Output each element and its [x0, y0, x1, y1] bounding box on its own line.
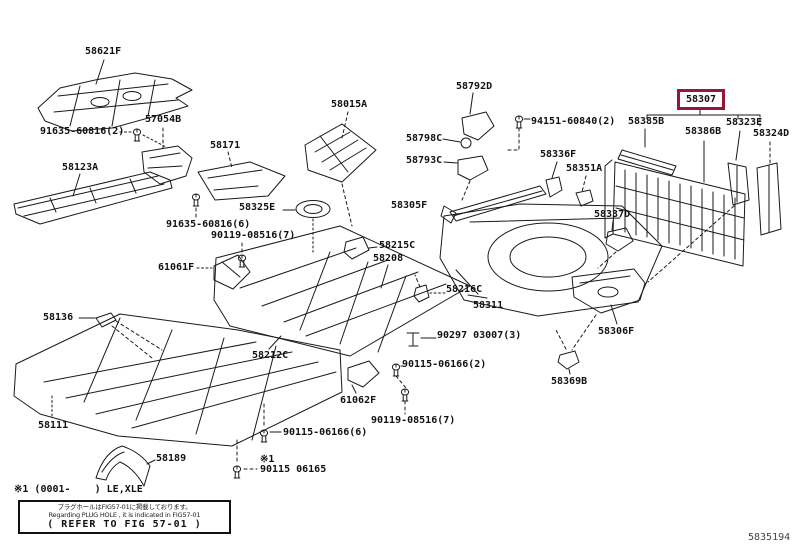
part-label-58336f[interactable]: 58336F [540, 149, 577, 160]
part-drawing-58621f [37, 59, 193, 132]
part-label-58212c[interactable]: 58212C [252, 350, 289, 361]
note-box: プラグホールはFIG57-01に掲載しております。 Regarding PLUG… [18, 500, 231, 534]
part-label-58015a[interactable]: 58015A [331, 99, 368, 110]
part-drawing-58189 [95, 445, 156, 487]
note-line-refer: ( REFER TO FIG 57-01 ) [47, 519, 202, 531]
highlighted-part-box[interactable]: 58307 [677, 89, 725, 110]
bolt-90119-lower [400, 388, 410, 415]
part-label-58792d[interactable]: 58792D [456, 81, 493, 92]
part-label-58305f[interactable]: 58305F [391, 200, 428, 211]
applicability-footnote: ※1 (0001- ) LE,XLE [14, 484, 143, 495]
part-label-58337d[interactable]: 58337D [594, 209, 631, 220]
part-label-58311[interactable]: 58311 [473, 300, 504, 311]
part-label-57054b[interactable]: 57054B [145, 114, 182, 125]
part-drawing-rear-end-panel [604, 159, 746, 267]
part-label-58111[interactable]: 58111 [38, 420, 69, 431]
part-drawing-58351a [575, 175, 594, 207]
part-label-58208[interactable]: 58208 [373, 253, 404, 264]
part-drawing-58171 [197, 151, 286, 201]
part-drawing-58793c [443, 155, 489, 201]
part-drawing-58798c [442, 137, 472, 149]
figure-id: 5835194 [748, 532, 791, 543]
part-drawing-58123a [13, 171, 173, 225]
part-drawing-58215c [343, 236, 378, 260]
part-label-91635-2[interactable]: 91635-60816(2) [40, 126, 125, 137]
part-label-90119-a[interactable]: 90119-08516(7) [211, 230, 296, 241]
part-drawing-58385b [617, 149, 677, 176]
bolt-90119-upper [237, 242, 247, 268]
bolt-90115-6 [259, 401, 282, 443]
part-label-61061f[interactable]: 61061F [158, 262, 195, 273]
part-label-58325e[interactable]: 58325E [239, 202, 276, 213]
assembly-bracket-58307 [644, 109, 771, 183]
part-label-58621f[interactable]: 58621F [85, 46, 122, 57]
part-label-90119-b[interactable]: 90119-08516(7) [371, 415, 456, 426]
pin-90297 [406, 332, 437, 347]
part-drawing-58336f [545, 161, 563, 198]
bolt-91635-6 [191, 193, 201, 218]
part-label-94151[interactable]: 94151-60840(2) [531, 116, 616, 127]
part-drawing-58323e [647, 162, 750, 283]
note-line-english: Regarding PLUG HOLE , it is indicated in… [48, 511, 201, 520]
part-drawing-58208 [213, 225, 471, 357]
part-label-58216c[interactable]: 58216C [446, 284, 483, 295]
part-label-58307: 58307 [685, 94, 717, 105]
part-label-58123a[interactable]: 58123A [62, 162, 99, 173]
note-line-japanese: プラグホールはFIG57-01に掲載しております。 [57, 503, 192, 511]
part-label-58385b[interactable]: 58385B [628, 116, 665, 127]
part-label-90297[interactable]: 90297 03007(3) [437, 330, 522, 341]
part-drawing-61062f [347, 360, 380, 394]
part-label-58215c[interactable]: 58215C [379, 240, 416, 251]
part-drawing-58311 [439, 203, 663, 351]
part-label-58324d[interactable]: 58324D [753, 128, 790, 139]
bolt-91635-2 [119, 128, 167, 148]
part-drawing-57054b [141, 127, 193, 185]
part-drawing-58015a [304, 111, 377, 227]
part-label-58793c[interactable]: 58793C [406, 155, 443, 166]
part-label-90115-06165[interactable]: 90115 06165 [260, 464, 327, 475]
part-drawing-58792d [461, 92, 495, 141]
part-label-90115-6[interactable]: 90115-06166(6) [283, 427, 368, 438]
part-label-90115-2[interactable]: 90115-06166(2) [402, 359, 487, 370]
part-drawing-58111 [13, 313, 343, 447]
part-drawing-58325e [282, 200, 331, 253]
part-label-91635-6[interactable]: 91635-60816(6) [166, 219, 251, 230]
bolt-90115-2 [391, 363, 407, 389]
part-drawing-58306f [571, 268, 646, 325]
part-label-61062f[interactable]: 61062F [340, 395, 377, 406]
part-drawing-58369b [555, 329, 580, 375]
part-label-58171[interactable]: 58171 [210, 140, 241, 151]
part-label-58369b[interactable]: 58369B [551, 376, 588, 387]
part-label-58323e[interactable]: 58323E [726, 117, 763, 128]
part-drawing-58324d [756, 162, 782, 236]
footnote-marker: ※1 [260, 454, 275, 465]
part-label-58798c[interactable]: 58798C [406, 133, 443, 144]
bolt-94151 [507, 115, 531, 151]
part-label-58189[interactable]: 58189 [156, 453, 187, 464]
part-drawing-61061f [196, 254, 251, 290]
bolt-90115-06165 [232, 439, 258, 479]
part-drawing-58337d [597, 220, 634, 269]
part-label-58306f[interactable]: 58306F [598, 326, 635, 337]
part-label-58386b[interactable]: 58386B [685, 126, 722, 137]
part-drawing-58136 [78, 312, 163, 359]
part-label-58351a[interactable]: 58351A [566, 163, 603, 174]
part-drawing-58216c [413, 274, 446, 303]
part-label-58136[interactable]: 58136 [43, 312, 74, 323]
